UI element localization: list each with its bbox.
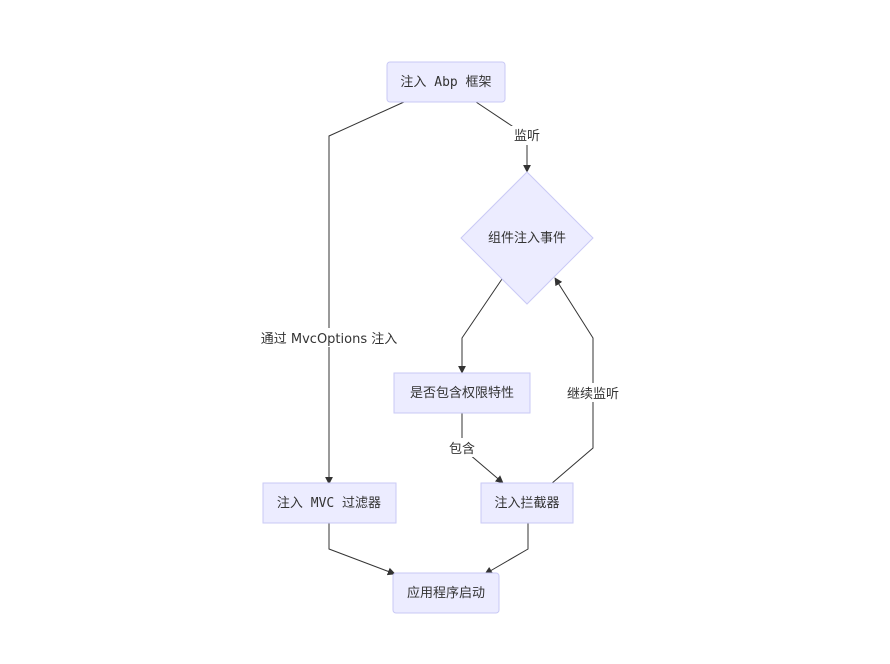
edge-event-to-permission: [458, 278, 503, 374]
node-inject-mvc-filter-label: 注入 MVC 过滤器: [277, 496, 381, 511]
edge-abp-to-mvc: [325, 101, 405, 485]
node-app-start-label: 应用程序启动: [407, 585, 485, 601]
node-app-start: 应用程序启动: [392, 572, 500, 614]
edge-label-listen: 监听: [514, 129, 540, 144]
node-component-event: 组件注入事件: [460, 171, 594, 305]
edge-label-continue-listen: 继续监听: [567, 387, 619, 402]
node-inject-mvc-filter: 注入 MVC 过滤器: [262, 482, 397, 524]
node-inject-abp-label: 注入 Abp 框架: [400, 75, 491, 90]
node-inject-interceptor-label: 注入拦截器: [494, 496, 559, 511]
node-has-permission: 是否包含权限特性: [393, 372, 531, 414]
node-inject-abp: 注入 Abp 框架: [386, 61, 506, 103]
edge-label-contains: 包含: [449, 441, 475, 457]
node-component-event-label: 组件注入事件: [488, 231, 566, 246]
edge-interceptor-to-start: [484, 523, 529, 575]
edge-labels: 监听 通过 MvcOptions 注入 包含 继续监听: [248, 126, 624, 457]
edge-label-via-mvcoptions: 通过 MvcOptions 注入: [261, 332, 397, 347]
node-inject-interceptor: 注入拦截器: [480, 482, 574, 524]
edge-interceptor-to-event: [550, 277, 594, 485]
edge-mvc-to-start: [328, 523, 396, 576]
node-has-permission-label: 是否包含权限特性: [410, 385, 514, 401]
